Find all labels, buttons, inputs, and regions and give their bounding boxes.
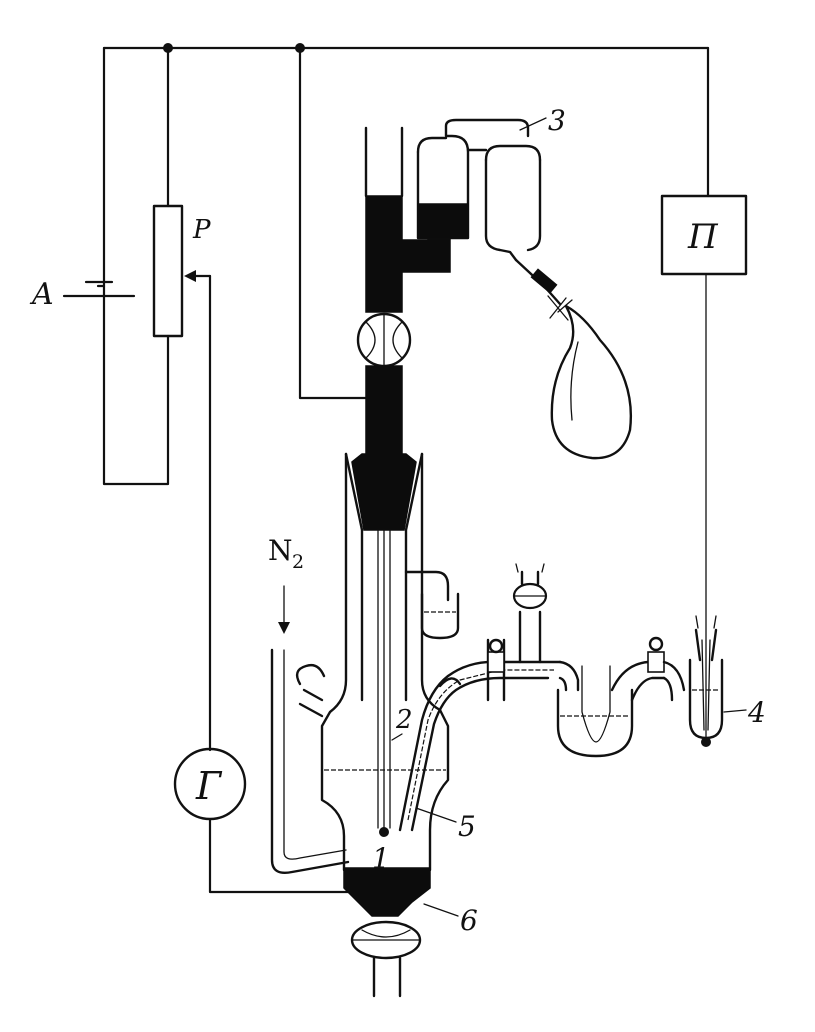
mercury-drop [379, 827, 389, 837]
vessel-body [556, 688, 634, 758]
vessel-to-electrode [662, 660, 686, 702]
left-port-stopper [295, 663, 326, 686]
electrode-leader [723, 709, 747, 713]
capillary-wire [298, 46, 372, 400]
battery [62, 280, 136, 298]
reservoir [416, 118, 573, 321]
bridge-outer [398, 660, 562, 832]
junction-dot-left [163, 43, 173, 53]
mercury-ground-joint [351, 453, 417, 531]
bridge-electrolyte [407, 669, 554, 821]
drain-tube [372, 956, 402, 998]
galvanometer-label: Г [195, 764, 223, 808]
nitrogen-tube-outer [270, 648, 350, 874]
right-port [438, 677, 462, 688]
bridge-inner [410, 676, 550, 832]
rheostat [152, 204, 184, 338]
junction-dot-mid [295, 43, 305, 53]
nitrogen-arrow-icon [278, 622, 290, 634]
side-trap [404, 570, 460, 640]
left-loop-wire [102, 46, 170, 486]
electrode-mercury-drop [701, 737, 711, 747]
battery-label: A [29, 277, 54, 312]
rubber-bag [550, 304, 632, 460]
cell-label: 1 [372, 842, 390, 875]
electrode-top [695, 615, 717, 629]
reference-electrode [688, 615, 724, 747]
mercury-column [344, 126, 451, 837]
bridge-down [558, 660, 580, 692]
bottom-stopcock-detail [351, 929, 421, 941]
vessel-stopcock-handle [648, 636, 664, 652]
potentiometer-box-label: П [687, 217, 719, 257]
stopcock-detail [365, 313, 403, 367]
reservoir-right-bulb [484, 158, 542, 262]
nitrogen-label: N [268, 534, 293, 567]
mercury-column-middle [365, 365, 403, 455]
electrode-inner [701, 639, 711, 731]
circuit-wires [96, 46, 710, 894]
reservoir-mercury [417, 203, 469, 239]
reservoir-leader [519, 117, 547, 131]
capillary-tube [377, 529, 391, 829]
nitrogen-tube-inner [283, 649, 347, 860]
trap-arm [404, 570, 450, 602]
wiper-arrow-icon [184, 270, 196, 282]
filling-top [520, 570, 540, 586]
salt-bridge-label: 5 [458, 810, 476, 843]
bridge-stopcock-handle [488, 638, 504, 654]
mercury-pool-leader [423, 903, 459, 917]
vessel-inner-tubes [581, 665, 611, 743]
electrolytic-cell [295, 452, 462, 998]
outlet-clamp [530, 268, 558, 294]
filling-lip [515, 563, 545, 573]
reservoir-left-shoulder [416, 136, 448, 154]
bridge-stopcock [487, 651, 505, 673]
capillary-label: 2 [395, 705, 413, 735]
electrode-stopper [694, 628, 718, 662]
potentiometer-box [660, 194, 748, 276]
salt-bridge [398, 563, 580, 832]
reservoir-right-top [484, 144, 542, 162]
bag-highlight [570, 341, 579, 421]
nitrogen-inlet [270, 585, 350, 874]
reservoir-left-bulb [416, 118, 530, 240]
cell-mercury-pool [343, 867, 431, 917]
filling-tube [518, 610, 542, 664]
nitrogen-subscript: 2 [292, 551, 304, 573]
joint-sleeve [344, 452, 424, 702]
reservoir-label: 3 [548, 104, 566, 137]
salt-bridge-leader [415, 807, 457, 823]
reference-electrode-label: 4 [747, 696, 766, 729]
intermediate-vessel [556, 636, 686, 758]
galvanometer-bottom-wire [208, 818, 354, 894]
cell-left-wall [320, 452, 348, 872]
vessel-stopcock [647, 651, 665, 673]
capillary-leader [391, 733, 403, 741]
trap-cup [420, 592, 460, 640]
left-port [298, 688, 324, 718]
cell-right-wall [420, 452, 450, 872]
galvanometer [173, 747, 247, 821]
mercury-pool-label: 6 [460, 904, 478, 937]
rheostat-label: P [192, 215, 211, 245]
